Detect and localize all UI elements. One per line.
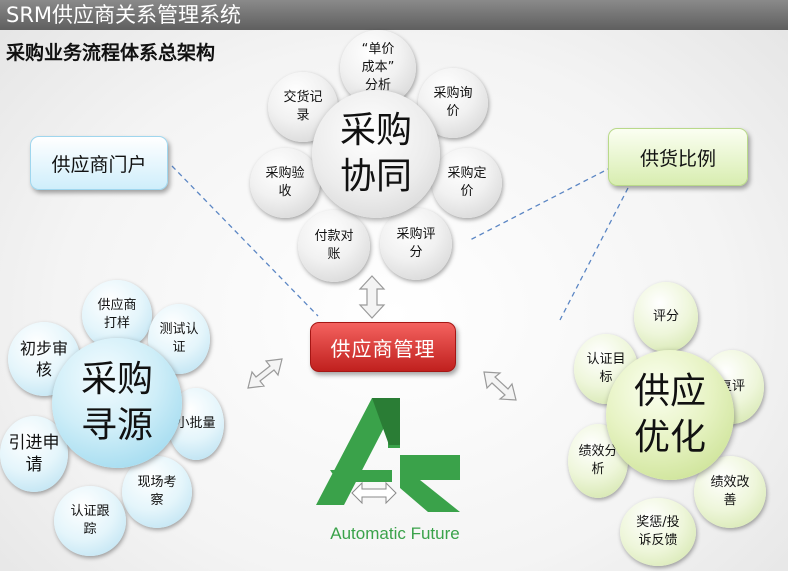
title-bar: SRM供应商关系管理系统 <box>0 0 788 30</box>
logo-text: Automatic Future <box>330 524 460 543</box>
petal-certification-tracking: 认证跟 踪 <box>54 486 126 556</box>
center-procurement-collaboration: 采购 协同 <box>312 90 440 218</box>
supply-ratio-box: 供货比例 <box>608 128 748 186</box>
center-procurement-sourcing: 采购 寻源 <box>52 338 182 468</box>
petal-purchase-acceptance: 采购验 收 <box>250 148 320 218</box>
app-title: SRM供应商关系管理系统 <box>6 3 242 27</box>
petal-payment-reconciliation: 付款对 账 <box>298 210 370 282</box>
petal-introduction-application: 引进申 请 <box>0 416 68 492</box>
dashed-connector-ratio-bottom <box>559 187 629 321</box>
dashed-connector-portal <box>171 165 319 317</box>
petal-purchase-pricing: 采购定 价 <box>432 148 502 218</box>
double-arrow-left-icon <box>247 358 283 389</box>
page-subtitle: 采购业务流程体系总架构 <box>6 42 216 64</box>
supplier-management-box: 供应商管理 <box>310 322 456 372</box>
petal-purchase-rating: 采购评 分 <box>380 208 452 280</box>
supplier-portal-box: 供应商门户 <box>30 136 168 190</box>
center-supply-optimization: 供应 优化 <box>606 350 734 480</box>
petal-scoring: 评分 <box>634 282 698 352</box>
automatic-future-logo-icon <box>316 398 460 512</box>
petal-site-inspection: 现场考 察 <box>122 456 192 528</box>
double-arrow-vertical-icon <box>358 275 386 319</box>
petal-reward-penalty-feedback: 奖惩/投 诉反馈 <box>620 498 696 566</box>
double-arrow-right-icon <box>483 371 517 401</box>
